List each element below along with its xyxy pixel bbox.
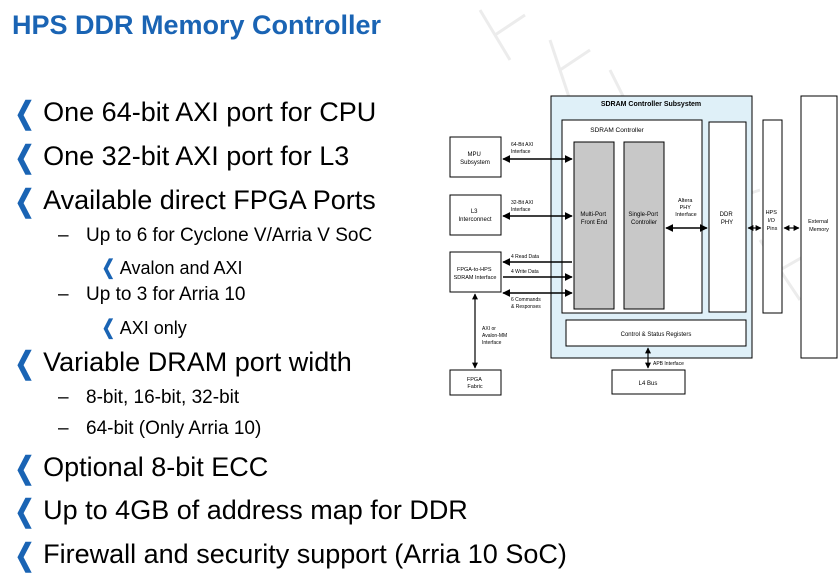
l3-label: L3 Interconnect	[458, 209, 491, 223]
l4-bus-label: L4 Bus	[639, 381, 658, 387]
mpu-label: MPU Subsystem	[460, 152, 490, 166]
sdram-block-diagram: SDRAM Controller Subsystem SDRAM Control…	[449, 95, 838, 396]
multi-port-label: Multi-Port Front End	[580, 212, 607, 226]
altera-phy-label: Altera PHY Interface	[675, 198, 696, 218]
chevron-left-icon: ❮	[101, 317, 116, 339]
sub-bullet-item: –Up to 6 for Cyclone V/Arria V SoC	[58, 225, 373, 246]
page-title: HPS DDR Memory Controller	[12, 10, 382, 40]
sub-bullet-item: –8-bit, 16-bit, 32-bit	[58, 387, 240, 408]
csr-label: Control & Status Registers	[621, 332, 692, 338]
sub-bullet-item: –64-bit (Only Arria 10)	[58, 418, 262, 439]
label-commands: 6 Commands & Responses	[511, 297, 542, 310]
dash-icon: –	[58, 387, 69, 408]
bullet-item: ❮One 32-bit AXI port for L3	[14, 141, 350, 174]
sub-bullet-item: –Up to 3 for Arria 10	[58, 284, 246, 305]
control-status-registers	[565, 319, 747, 347]
sub-sub-bullet-item: ❮Avalon and AXI	[101, 257, 243, 279]
bullet-list: ❮One 64-bit AXI port for CPU ❮One 32-bit…	[14, 97, 567, 572]
label-write-data: 4 Write Data	[511, 269, 539, 275]
chevron-left-icon: ❮	[14, 97, 35, 130]
controller-label: SDRAM Controller	[590, 127, 644, 134]
chevron-left-icon: ❮	[101, 257, 116, 279]
l4-bus-box	[611, 369, 686, 395]
mpu-subsystem-box	[449, 136, 502, 178]
bullet-item: ❮Firewall and security support (Arria 10…	[14, 539, 567, 572]
single-port-controller	[623, 141, 665, 310]
fpga-to-hps-box	[449, 251, 502, 293]
label-axi-avalon: AXI or Avalon-MM Interface	[482, 326, 509, 346]
chevron-left-icon: ❮	[14, 452, 35, 485]
sub-sub-bullet-item: ❮AXI only	[101, 317, 187, 339]
multi-port-front-end	[573, 141, 615, 310]
hps-io-label: HPS I/O Pins	[766, 210, 779, 232]
dash-icon: –	[58, 418, 69, 439]
label-read-data: 4 Read Data	[511, 254, 539, 260]
label-32bit-axi: 32-Bit AXI Interface	[511, 200, 535, 213]
chevron-left-icon: ❮	[14, 185, 35, 218]
ddr-phy-label: DDR PHY	[720, 212, 735, 226]
single-port-label: Single-Port Controller	[628, 212, 659, 226]
dash-icon: –	[58, 225, 69, 246]
chevron-left-icon: ❮	[14, 141, 35, 174]
chevron-left-icon: ❮	[14, 539, 35, 572]
fpga-to-hps-label: FPGA-to-HPS SDRAM Interface	[454, 267, 497, 281]
label-64bit-axi: 64-Bit AXI Interface	[511, 142, 535, 155]
bullet-item: ❮Available direct FPGA Ports	[14, 185, 376, 218]
label-apb: APB Interface	[653, 361, 684, 367]
l3-interconnect-box	[449, 194, 502, 236]
external-memory-label: External Memory	[808, 219, 830, 233]
bullet-item: ❮Optional 8-bit ECC	[14, 452, 269, 485]
ddr-phy-box	[708, 121, 747, 313]
fpga-fabric-box	[449, 369, 502, 396]
subsystem-label: SDRAM Controller Subsystem	[601, 101, 701, 108]
bullet-item: ❮Up to 4GB of address map for DDR	[14, 495, 468, 528]
chevron-left-icon: ❮	[14, 495, 35, 528]
dash-icon: –	[58, 284, 69, 305]
bullet-item: ❮One 64-bit AXI port for CPU	[14, 97, 377, 130]
hps-io-pins-box	[762, 119, 783, 314]
external-memory-box	[800, 95, 838, 359]
chevron-left-icon: ❮	[14, 347, 35, 380]
bullet-item: ❮Variable DRAM port width	[14, 347, 352, 380]
fpga-fabric-label: FPGA Fabric	[467, 377, 483, 390]
